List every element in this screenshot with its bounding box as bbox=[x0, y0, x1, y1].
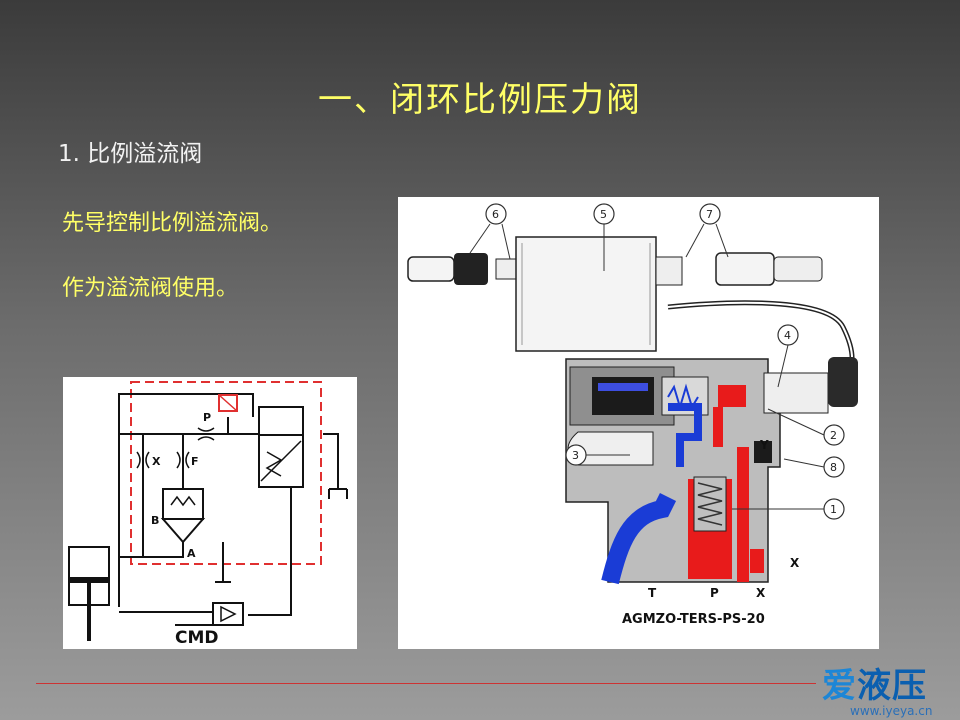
callout-3: 3 bbox=[572, 449, 579, 462]
logo-part-1: 爱 bbox=[822, 666, 857, 706]
callout-8: 8 bbox=[830, 461, 837, 474]
callout-7: 7 bbox=[706, 208, 713, 221]
port-label-x: X bbox=[756, 586, 766, 600]
schematic-label-f: F bbox=[191, 455, 199, 468]
callout-4: 4 bbox=[784, 329, 791, 342]
valve-svg: 6 5 7 4 2 3 8 1 Y X T P X AGMZO-TERS-PS-… bbox=[407, 203, 858, 627]
port-label-t: T bbox=[648, 586, 657, 600]
schematic-label-b: B bbox=[151, 514, 159, 527]
model-caption: AGMZO-TERS-PS-20 bbox=[622, 612, 765, 627]
bullet-text-1: 先导控制比例溢流阀。 bbox=[62, 211, 283, 236]
hydraulic-schematic-figure: P X F B A CMD bbox=[63, 377, 357, 649]
brand-logo: 爱液压 bbox=[822, 658, 927, 707]
footer-divider bbox=[36, 683, 816, 684]
bullet-text-2: 作为溢流阀使用。 bbox=[62, 276, 239, 301]
schematic-label-p: P bbox=[203, 411, 211, 424]
callout-6: 6 bbox=[492, 208, 499, 221]
side-label-y: Y bbox=[759, 438, 769, 452]
schematic-label-a: A bbox=[187, 547, 196, 560]
valve-cutaway-figure: 6 5 7 4 2 3 8 1 Y X T P X AGMZO-TERS-PS-… bbox=[398, 197, 879, 649]
schematic-label-cmd: CMD bbox=[175, 628, 219, 648]
schematic-label-x: X bbox=[152, 455, 161, 468]
logo-part-2: 液压 bbox=[857, 666, 927, 706]
port-label-p: P bbox=[710, 586, 719, 600]
callout-2: 2 bbox=[830, 429, 837, 442]
side-label-x: X bbox=[790, 556, 800, 570]
schematic-svg: P X F B A CMD bbox=[68, 381, 348, 648]
callout-5: 5 bbox=[600, 208, 607, 221]
section-subtitle: 1. 比例溢流阀 bbox=[58, 141, 203, 167]
brand-url: www.iyeya.cn bbox=[850, 704, 933, 718]
callout-1: 1 bbox=[830, 503, 837, 516]
slide-title: 一、闭环比例压力阀 bbox=[318, 80, 642, 120]
